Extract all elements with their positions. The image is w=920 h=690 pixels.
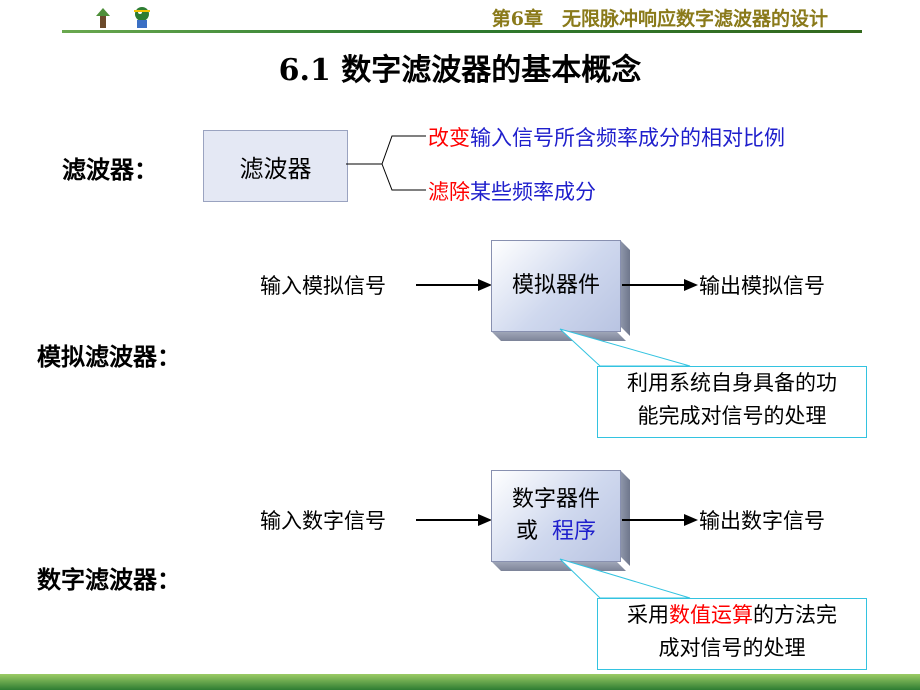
footer-bar xyxy=(0,674,920,690)
filter-function-1-desc: 输入信号所含频率成分的相对比例 xyxy=(470,126,785,150)
digital-device-or: 或 xyxy=(515,519,538,544)
digital-device-label-2: 或 程序 xyxy=(516,516,596,548)
digital-note-line-1-a: 采用 xyxy=(627,603,669,627)
header-decoration-icon xyxy=(96,7,150,28)
digital-filter-label: 数字滤波器： xyxy=(37,565,181,594)
slide-title: 6.1 数字滤波器的基本概念 xyxy=(278,53,642,88)
digital-input-label: 输入数字信号 xyxy=(260,509,386,533)
digital-device-box: 数字器件 或 程序 xyxy=(491,470,619,560)
analog-callout-note: 利用系统自身具备的功 能完成对信号的处理 xyxy=(597,366,867,438)
header-divider xyxy=(62,30,862,33)
digital-note-line-1: 采用数值运算的方法完 xyxy=(598,599,866,632)
filter-label: 滤波器： xyxy=(62,155,158,184)
digital-output-arrow-icon xyxy=(622,514,698,526)
digital-device-program: 程序 xyxy=(552,519,597,544)
digital-note-line-1-emphasis: 数值运算 xyxy=(669,603,753,627)
analog-output-arrow-icon xyxy=(622,279,698,291)
analog-filter-label: 模拟滤波器： xyxy=(37,342,181,371)
analog-callout-pointer xyxy=(559,328,691,367)
analog-note-line-1: 利用系统自身具备的功 xyxy=(627,371,837,395)
analog-input-arrow-icon xyxy=(416,279,492,291)
filter-box: 滤波器 xyxy=(203,130,348,202)
analog-input-label: 输入模拟信号 xyxy=(260,274,386,298)
analog-output-label: 输出模拟信号 xyxy=(699,274,825,298)
filter-function-2: 滤除某些频率成分 xyxy=(428,176,596,206)
digital-note-line-2: 成对信号的处理 xyxy=(658,636,806,660)
filter-function-1: 改变输入信号所含频率成分的相对比例 xyxy=(428,122,785,152)
filter-function-1-verb: 改变 xyxy=(428,126,470,150)
digital-note-line-1-b: 的方法完 xyxy=(753,603,837,627)
filter-function-2-desc: 某些频率成分 xyxy=(470,180,596,204)
digital-input-arrow-icon xyxy=(416,514,492,526)
digital-callout-note: 采用数值运算的方法完 成对信号的处理 xyxy=(597,598,867,670)
analog-device-box: 模拟器件 xyxy=(491,240,619,330)
digital-output-label: 输出数字信号 xyxy=(699,509,825,533)
digital-callout-pointer xyxy=(559,558,691,599)
analog-device-label: 模拟器件 xyxy=(511,273,600,298)
analog-note-line-2: 能完成对信号的处理 xyxy=(637,404,827,428)
brace-connector xyxy=(346,135,426,191)
filter-box-label: 滤波器 xyxy=(239,154,312,183)
header-chapter-title: 第6章 无限脉冲响应数字滤波器的设计 xyxy=(491,8,828,30)
digital-device-label-1: 数字器件 xyxy=(511,487,600,512)
filter-function-2-verb: 滤除 xyxy=(428,180,470,204)
